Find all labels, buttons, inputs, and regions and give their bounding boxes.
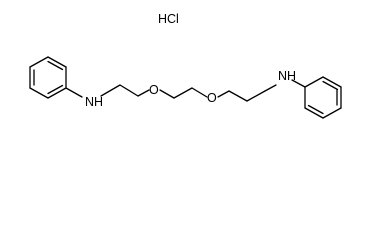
bond-n-ring-right [291,79,306,88]
ether-chain [100,84,277,102]
hcl-label: HCl [158,12,179,26]
nh-right-label: NH [278,69,296,83]
oxygen-left-label: O [149,83,159,97]
bond-ring-n-left [65,87,83,98]
right-phenyl-ring [304,76,342,119]
nh-left-label: NH [85,95,103,109]
oxygen-right-label: O [207,91,217,105]
left-phenyl-ring [29,56,67,99]
molecule-structure: HCl NH O O NH [29,12,342,119]
